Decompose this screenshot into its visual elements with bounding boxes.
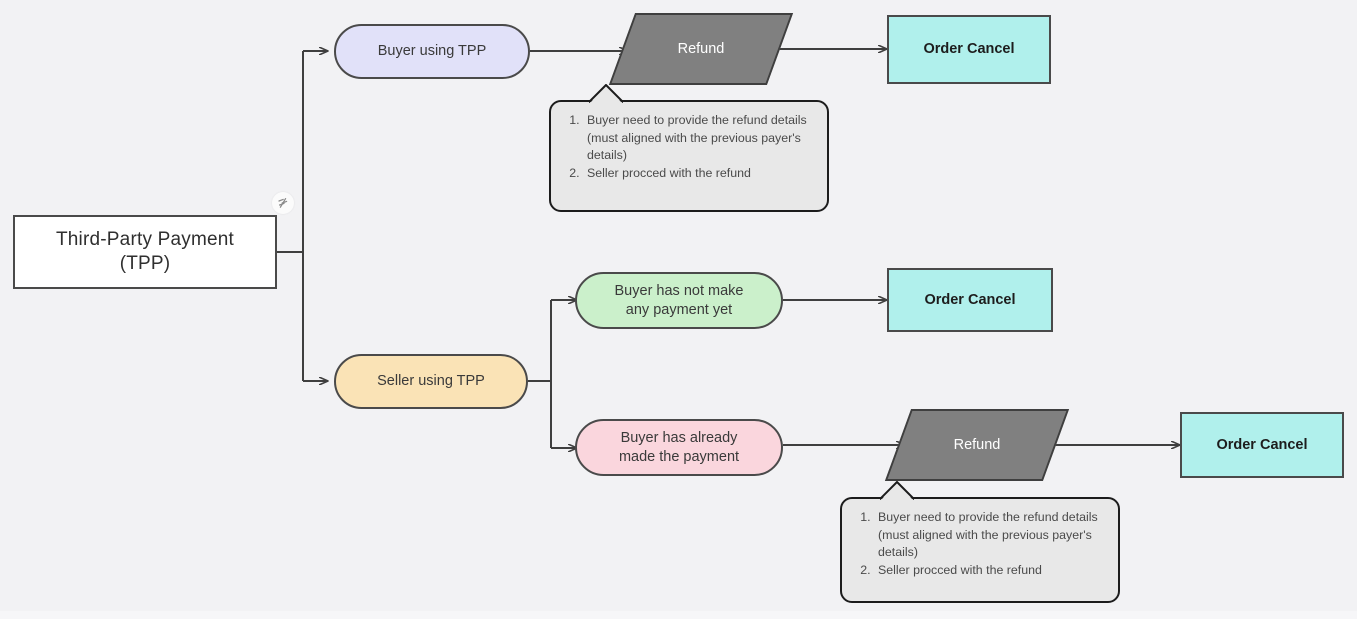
node-buyer-already-paid-line1: Buyer has already — [620, 430, 738, 447]
note-top-tail-outline — [589, 84, 623, 103]
note-refund-bottom: Buyer need to provide the refund details… — [840, 481, 1120, 603]
note-refund-top: Buyer need to provide the refund details… — [549, 84, 829, 212]
node-seller-using-tpp[interactable]: Seller using TPP — [334, 354, 528, 409]
node-root-label-line1: Third-Party Payment — [55, 229, 235, 251]
node-refund-top-label: Refund — [677, 40, 725, 57]
node-order-cancel-bottom-label: Order Cancel — [1216, 436, 1308, 453]
node-buyer-already-paid[interactable]: Buyer has already made the payment — [575, 419, 783, 476]
node-seller-using-tpp-label: Seller using TPP — [377, 373, 485, 390]
node-buyer-using-tpp-label: Buyer using TPP — [377, 43, 487, 60]
node-buyer-no-payment-line1: Buyer has not make — [614, 283, 744, 300]
note-top-item-1: Buyer need to provide the refund details… — [583, 112, 815, 165]
node-refund-bottom[interactable]: Refund — [884, 409, 1070, 481]
node-buyer-no-payment[interactable]: Buyer has not make any payment yet — [575, 272, 783, 329]
note-bottom-list: Buyer need to provide the refund details… — [852, 509, 1106, 579]
node-buyer-using-tpp[interactable]: Buyer using TPP — [334, 24, 530, 79]
note-top-item-2: Seller procced with the refund — [583, 165, 815, 183]
node-order-cancel-mid[interactable]: Order Cancel — [887, 268, 1053, 332]
node-refund-top[interactable]: Refund — [608, 13, 794, 85]
node-buyer-no-payment-line2: any payment yet — [625, 301, 733, 318]
lightning-icon — [278, 197, 288, 208]
node-order-cancel-mid-label: Order Cancel — [924, 291, 1016, 308]
lightning-badge[interactable] — [272, 192, 294, 214]
note-bottom-item-2: Seller procced with the refund — [874, 562, 1106, 580]
node-order-cancel-top-label: Order Cancel — [923, 41, 1015, 58]
node-buyer-already-paid-line2: made the payment — [618, 448, 740, 465]
node-order-cancel-bottom[interactable]: Order Cancel — [1180, 412, 1344, 478]
note-bottom-tail-outline — [880, 481, 914, 500]
node-refund-bottom-label: Refund — [953, 436, 1001, 453]
node-root-label-line2: (TPP) — [119, 253, 171, 274]
node-order-cancel-top[interactable]: Order Cancel — [887, 15, 1051, 84]
note-top-list: Buyer need to provide the refund details… — [561, 112, 815, 182]
note-bottom-item-1: Buyer need to provide the refund details… — [874, 509, 1106, 562]
node-third-party-payment[interactable]: Third-Party Payment (TPP) — [13, 215, 277, 289]
canvas-bottom-strip — [0, 611, 1357, 619]
